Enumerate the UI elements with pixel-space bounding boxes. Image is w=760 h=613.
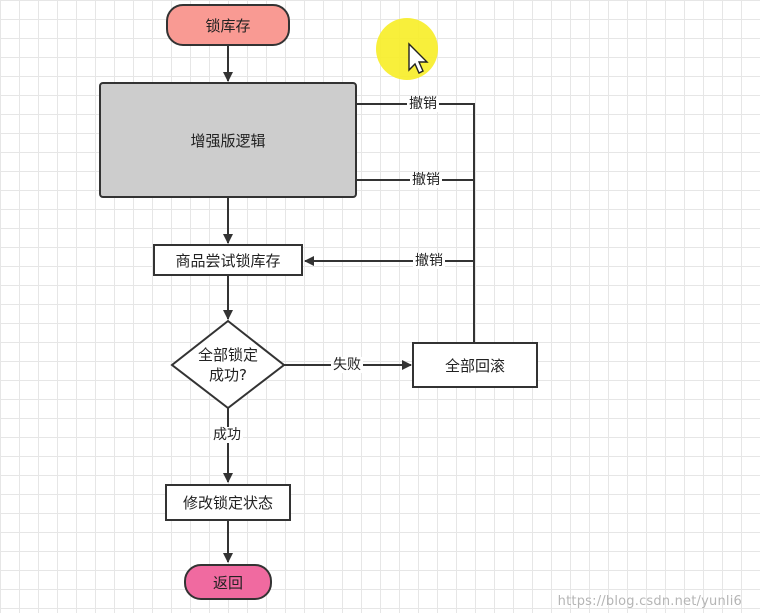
edge-label-success: 成功: [211, 427, 243, 443]
edge-rollback-undo-loop: [357, 103, 475, 342]
decision-label-line-1: 全部锁定: [197, 346, 258, 364]
edge-label-undo-1: 撤销: [407, 96, 439, 112]
rollback-node: 全部回滚: [412, 342, 538, 388]
decision-label: 全部锁定 成功?: [178, 343, 278, 387]
return-node: 返回: [184, 564, 272, 600]
enhanced-logic-node: 增强版逻辑: [99, 82, 357, 198]
edge-label-undo-3: 撤销: [413, 253, 445, 269]
update-status-node: 修改锁定状态: [165, 484, 291, 521]
watermark: https://blog.csdn.net/yunli6: [557, 594, 742, 609]
try-lock-node: 商品尝试锁库存: [153, 244, 303, 276]
edge-label-undo-2: 撤销: [410, 172, 442, 188]
mouse-cursor-icon: [408, 42, 429, 74]
decision-diamond: [170, 319, 286, 410]
decision-label-line-2: 成功?: [209, 366, 247, 384]
edge-label-fail: 失败: [331, 357, 363, 373]
start-node: 锁库存: [166, 4, 290, 46]
cursor-highlight: [376, 18, 438, 80]
